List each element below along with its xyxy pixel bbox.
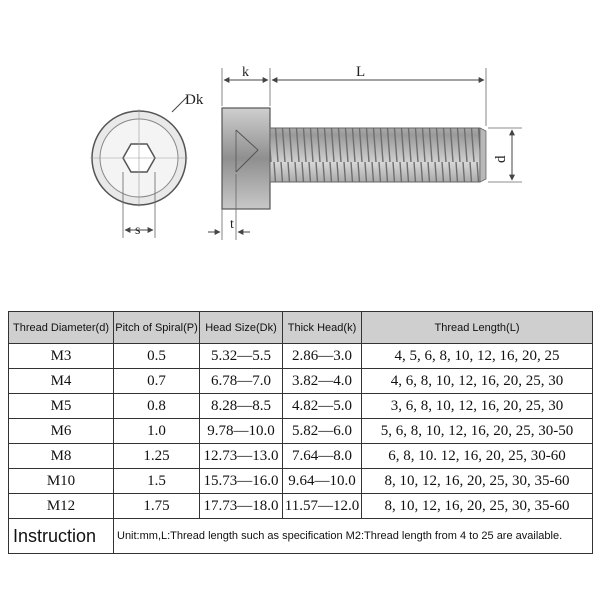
cell-head-size: 17.73—18.0 xyxy=(199,493,283,519)
cell-thread-diameter: M6 xyxy=(8,418,114,444)
screw-side-view xyxy=(221,107,487,210)
header-thread-diameter: Thread Diameter(d) xyxy=(8,311,114,344)
table-row: M4 0.7 6.78—7.0 3.82—4.0 4, 6, 8, 10, 12… xyxy=(8,368,593,394)
l-label: L xyxy=(356,64,365,80)
cell-thread-diameter: M10 xyxy=(8,468,114,494)
screw-head xyxy=(221,107,271,210)
table-header-row: Thread Diameter(d) Pitch of Spiral(P) He… xyxy=(8,311,593,344)
table-row: M10 1.5 15.73—16.0 9.64—10.0 8, 10, 12, … xyxy=(8,468,593,494)
table-row: M12 1.75 17.73—18.0 11.57—12.0 8, 10, 12… xyxy=(8,493,593,519)
cell-pitch: 0.7 xyxy=(113,368,200,394)
cell-thick-head: 4.82—5.0 xyxy=(282,393,362,419)
cell-thread-length: 3, 6, 8, 10, 12, 16, 20, 25, 30 xyxy=(361,393,593,419)
cell-thread-diameter: M5 xyxy=(8,393,114,419)
screw-thread xyxy=(269,127,481,183)
dk-leader-line xyxy=(171,95,189,113)
screw-dimension-diagram: Dk s k L d t xyxy=(90,64,522,240)
cell-thick-head: 11.57—12.0 xyxy=(282,493,362,519)
table-row: M6 1.0 9.78—10.0 5.82—6.0 5, 6, 8, 10, 1… xyxy=(8,418,593,444)
cell-thick-head: 2.86—3.0 xyxy=(282,343,362,369)
table-row: M3 0.5 5.32—5.5 2.86—3.0 4, 5, 6, 8, 10,… xyxy=(8,343,593,369)
cell-thick-head: 5.82—6.0 xyxy=(282,418,362,444)
cell-pitch: 1.25 xyxy=(113,443,200,469)
cell-thread-length: 8, 10, 12, 16, 20, 25, 30, 35-60 xyxy=(361,493,593,519)
cell-pitch: 0.5 xyxy=(113,343,200,369)
table-row: M8 1.25 12.73—13.0 7.64—8.0 6, 8, 10. 12… xyxy=(8,443,593,469)
cell-pitch: 1.75 xyxy=(113,493,200,519)
cell-thick-head: 3.82—4.0 xyxy=(282,368,362,394)
cell-head-size: 12.73—13.0 xyxy=(199,443,283,469)
cell-pitch: 1.0 xyxy=(113,418,200,444)
cell-thread-diameter: M12 xyxy=(8,493,114,519)
cell-pitch: 0.8 xyxy=(113,393,200,419)
screw-spec-table: Thread Diameter(d) Pitch of Spiral(P) He… xyxy=(8,311,593,554)
cell-thread-diameter: M3 xyxy=(8,343,114,369)
head-end-view xyxy=(90,109,188,207)
cell-thick-head: 9.64—10.0 xyxy=(282,468,362,494)
s-label: s xyxy=(135,223,140,238)
instruction-label: Instruction xyxy=(8,518,114,554)
cell-thread-diameter: M8 xyxy=(8,443,114,469)
cell-thread-diameter: M4 xyxy=(8,368,114,394)
cell-pitch: 1.5 xyxy=(113,468,200,494)
cell-head-size: 6.78—7.0 xyxy=(199,368,283,394)
cell-thread-length: 8, 10, 12, 16, 20, 25, 30, 35-60 xyxy=(361,468,593,494)
cell-thread-length: 4, 5, 6, 8, 10, 12, 16, 20, 25 xyxy=(361,343,593,369)
instruction-row: Instruction Unit:mm,L:Thread length such… xyxy=(8,518,593,554)
cell-thread-length: 6, 8, 10. 12, 16, 20, 25, 30-60 xyxy=(361,443,593,469)
d-label: d xyxy=(493,155,509,163)
cell-head-size: 8.28—8.5 xyxy=(199,393,283,419)
dk-label: Dk xyxy=(185,92,204,108)
cell-thick-head: 7.64—8.0 xyxy=(282,443,362,469)
header-pitch: Pitch of Spiral(P) xyxy=(113,311,200,344)
t-label: t xyxy=(230,217,234,232)
cell-head-size: 5.32—5.5 xyxy=(199,343,283,369)
header-thick-head: Thick Head(k) xyxy=(282,311,362,344)
header-thread-length: Thread Length(L) xyxy=(361,311,593,344)
k-label: k xyxy=(242,65,249,80)
cell-head-size: 15.73—16.0 xyxy=(199,468,283,494)
cell-thread-length: 5, 6, 8, 10, 12, 16, 20, 25, 30-50 xyxy=(361,418,593,444)
table-row: M5 0.8 8.28—8.5 4.82—5.0 3, 6, 8, 10, 12… xyxy=(8,393,593,419)
instruction-text: Unit:mm,L:Thread length such as specific… xyxy=(113,518,593,554)
cell-head-size: 9.78—10.0 xyxy=(199,418,283,444)
header-head-size: Head Size(Dk) xyxy=(199,311,283,344)
cell-thread-length: 4, 6, 8, 10, 12, 16, 20, 25, 30 xyxy=(361,368,593,394)
